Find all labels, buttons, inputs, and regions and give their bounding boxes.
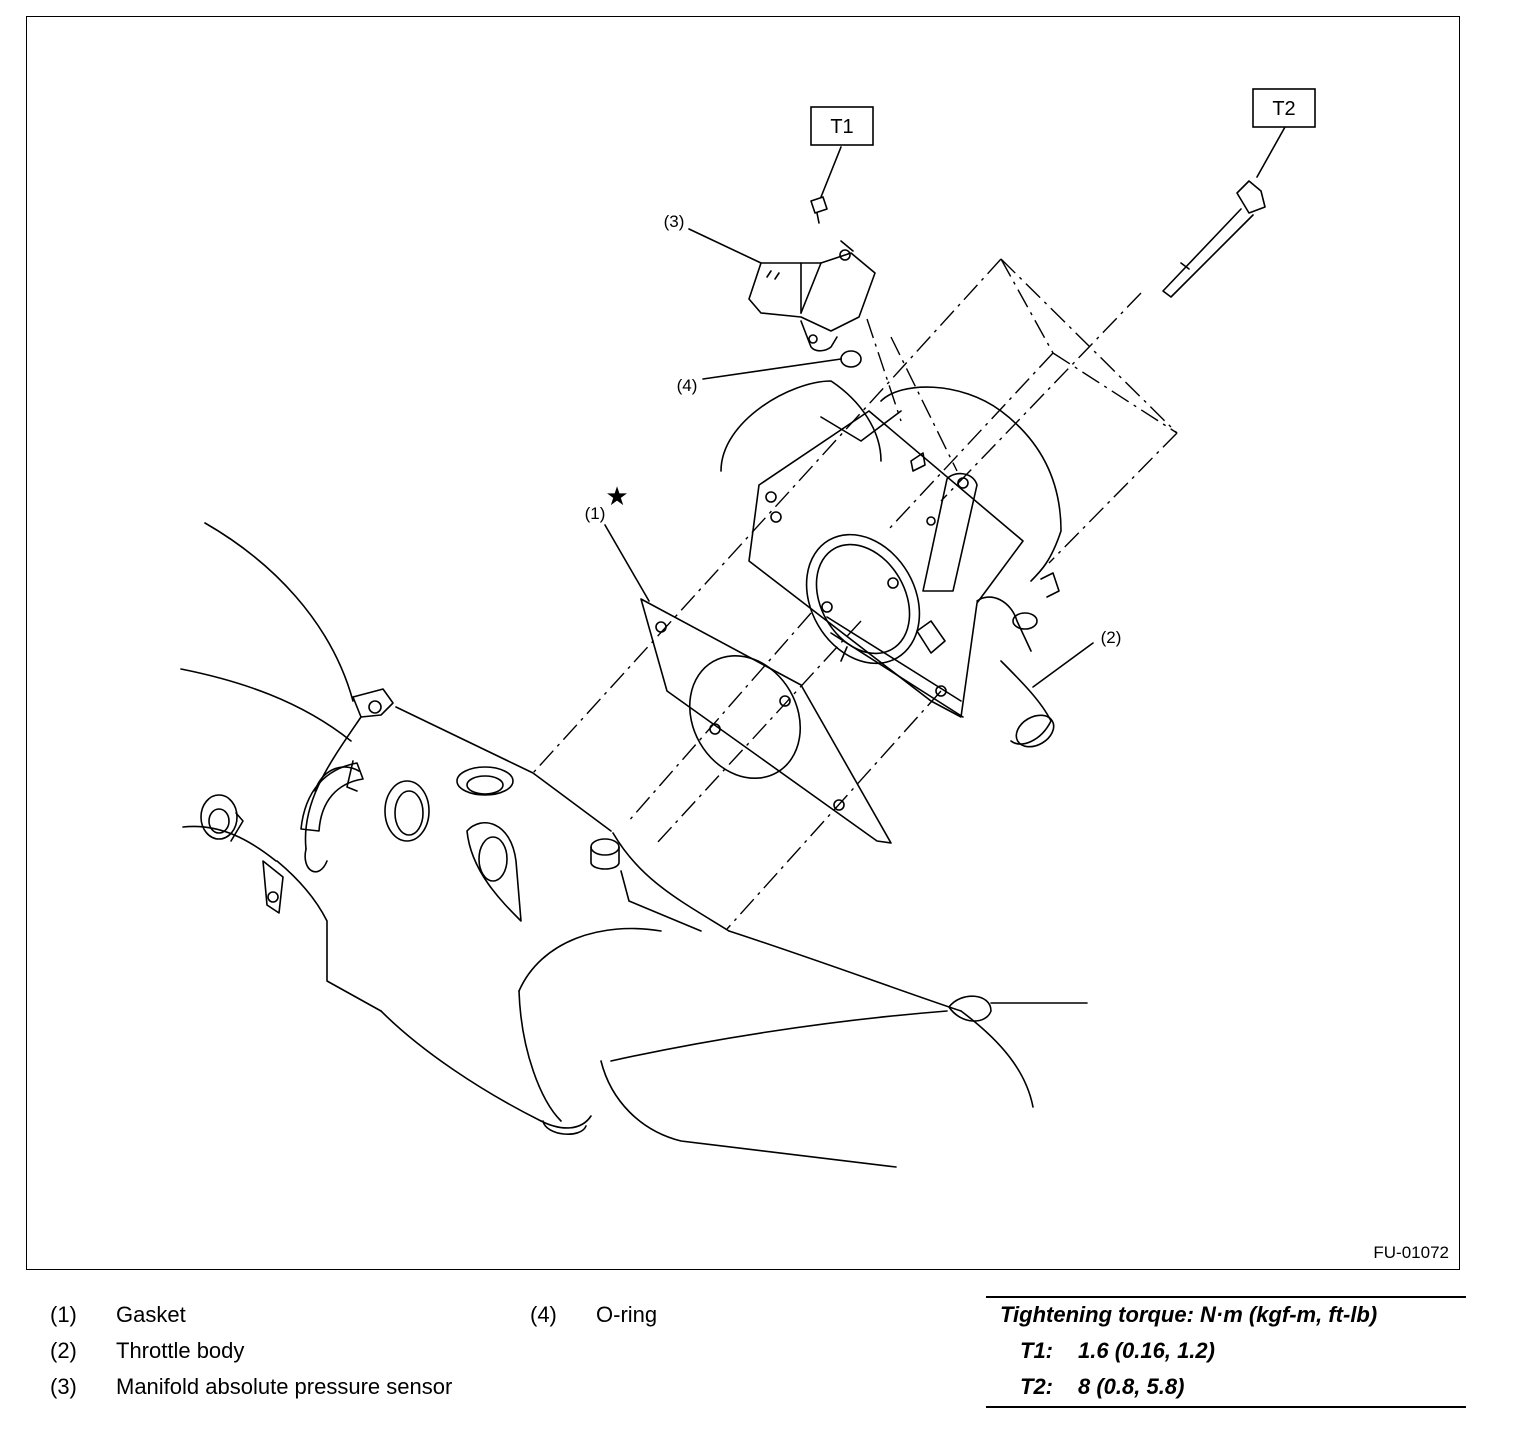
legend-number: (3) bbox=[50, 1374, 77, 1399]
legend-label: Throttle body bbox=[116, 1338, 245, 1363]
throttle-body bbox=[720, 380, 1062, 748]
callout-4: (4) bbox=[677, 376, 698, 395]
t1-box bbox=[810, 106, 874, 146]
legend-label: Gasket bbox=[116, 1302, 186, 1327]
bolt-t2 bbox=[1162, 180, 1266, 298]
figure-id: FU-01072 bbox=[1373, 1243, 1449, 1262]
callout-2: (2) bbox=[1101, 628, 1122, 647]
callout-3: (3) bbox=[664, 212, 685, 231]
t2-box bbox=[1252, 88, 1316, 128]
o-ring bbox=[840, 350, 862, 368]
legend-number: (2) bbox=[50, 1338, 77, 1363]
intake-manifold bbox=[180, 522, 1088, 1168]
torque-title: Tightening torque: N·m (kgf-m, ft-lb) bbox=[1000, 1302, 1378, 1327]
t1-label: T1 bbox=[830, 116, 853, 138]
map-sensor bbox=[748, 240, 876, 352]
legend-item: (1) Gasket bbox=[50, 1300, 470, 1330]
legend-item: (3) Manifold absolute pressure sensor bbox=[50, 1372, 510, 1402]
star-icon: ★ bbox=[605, 482, 628, 512]
diagram-frame: T1 T2 (3) (4) (1) ★ (2) FU-01072 bbox=[26, 16, 1460, 1270]
legend-number: (4) bbox=[530, 1302, 557, 1327]
legend-item: (4) O-ring bbox=[530, 1300, 830, 1330]
torque-key: T1: bbox=[1020, 1338, 1053, 1363]
bolt-t1 bbox=[810, 196, 828, 224]
legend-label: O-ring bbox=[596, 1302, 658, 1327]
torque-table: Tightening torque: N·m (kgf-m, ft-lb) T1… bbox=[986, 1296, 1466, 1408]
t2-label: T2 bbox=[1272, 98, 1295, 120]
gasket bbox=[640, 598, 892, 844]
callout-1: (1) bbox=[585, 504, 606, 523]
alignment-lines bbox=[532, 258, 1178, 930]
legend-item: (2) Throttle body bbox=[50, 1336, 470, 1366]
exploded-view-drawing: T1 T2 (3) (4) (1) ★ (2) bbox=[180, 88, 1316, 1168]
leader-lines bbox=[604, 126, 1286, 688]
legend-label: Manifold absolute pressure sensor bbox=[116, 1374, 453, 1399]
torque-value: 1.6 (0.16, 1.2) bbox=[1078, 1338, 1215, 1363]
torque-value: 8 (0.8, 5.8) bbox=[1078, 1374, 1185, 1399]
torque-key: T2: bbox=[1020, 1374, 1053, 1399]
legend-number: (1) bbox=[50, 1302, 77, 1327]
